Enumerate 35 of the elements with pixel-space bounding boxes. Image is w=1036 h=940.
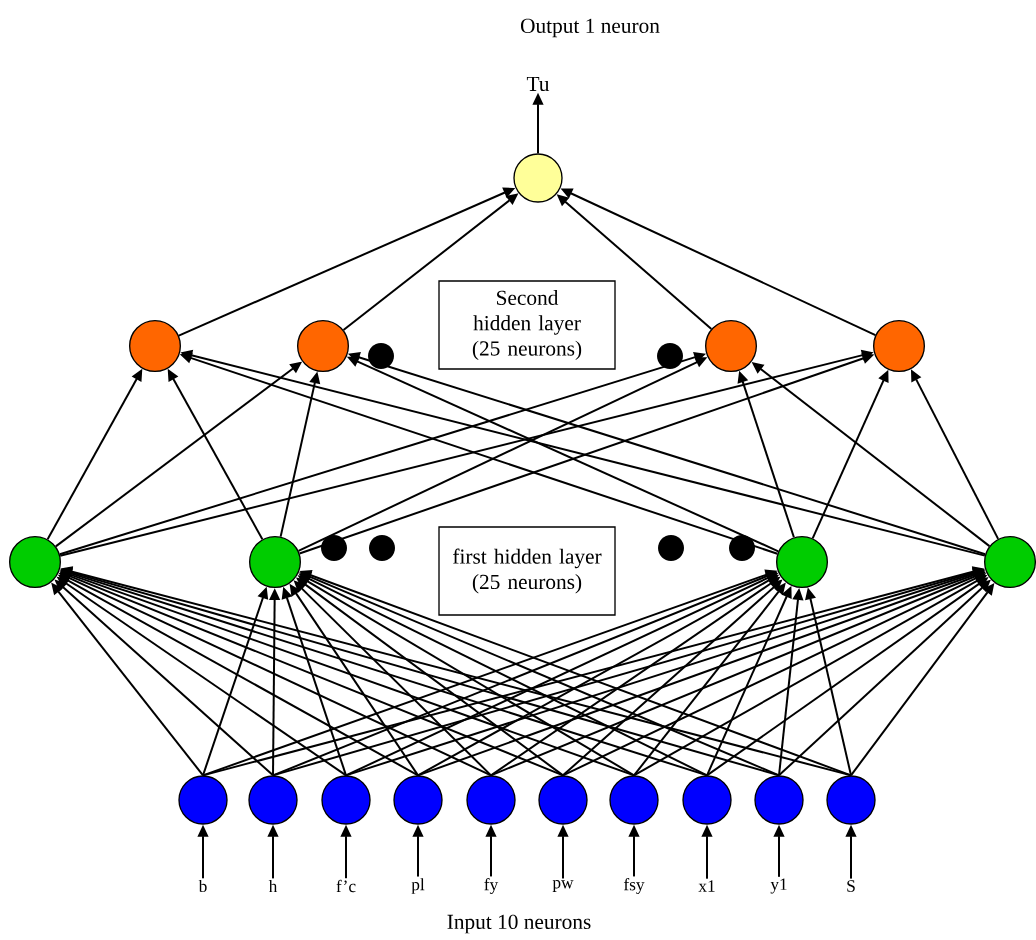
neuron-circle (826, 775, 876, 825)
layer-label: Input 10 neurons (447, 914, 591, 934)
neuron-circle (466, 775, 516, 825)
arrow (296, 577, 564, 777)
neuron-circle (178, 775, 228, 825)
neuron-circle (682, 775, 732, 825)
variable-label: b (198, 879, 207, 893)
neuron-circle (129, 320, 181, 372)
neuron-circle (393, 775, 443, 825)
variable-label: h (268, 880, 278, 893)
variable-label: y1 (770, 878, 787, 894)
variable-label: fy (484, 878, 499, 894)
layer-box: Second hidden layer (25 neurons) (438, 280, 616, 370)
neuron-circle (321, 775, 371, 825)
neuron-circle (297, 320, 349, 372)
variable-label: Tu (526, 76, 550, 92)
neuron-circle (9, 536, 61, 588)
neuron-circle (705, 320, 757, 372)
neuron-circle (776, 536, 828, 588)
neuron-circle (873, 320, 925, 372)
neuron-circle (249, 536, 301, 588)
neuron-circle (248, 775, 298, 825)
neuron-circle (609, 775, 659, 825)
variable-label: x1 (698, 880, 715, 892)
layer-label: Output 1 neuron (520, 18, 660, 38)
variable-label: f’c (336, 879, 356, 893)
variable-label: S (847, 880, 855, 892)
variable-label: fsy (623, 878, 645, 894)
layer-box: first hidden layer (25 neurons) (438, 526, 616, 616)
neuron-circle (538, 775, 588, 825)
variable-label: pw (552, 880, 574, 892)
neuron-circle (984, 536, 1036, 588)
variable-label: pl (411, 878, 425, 894)
neuron-circle (513, 153, 563, 203)
neuron-circle (754, 775, 804, 825)
